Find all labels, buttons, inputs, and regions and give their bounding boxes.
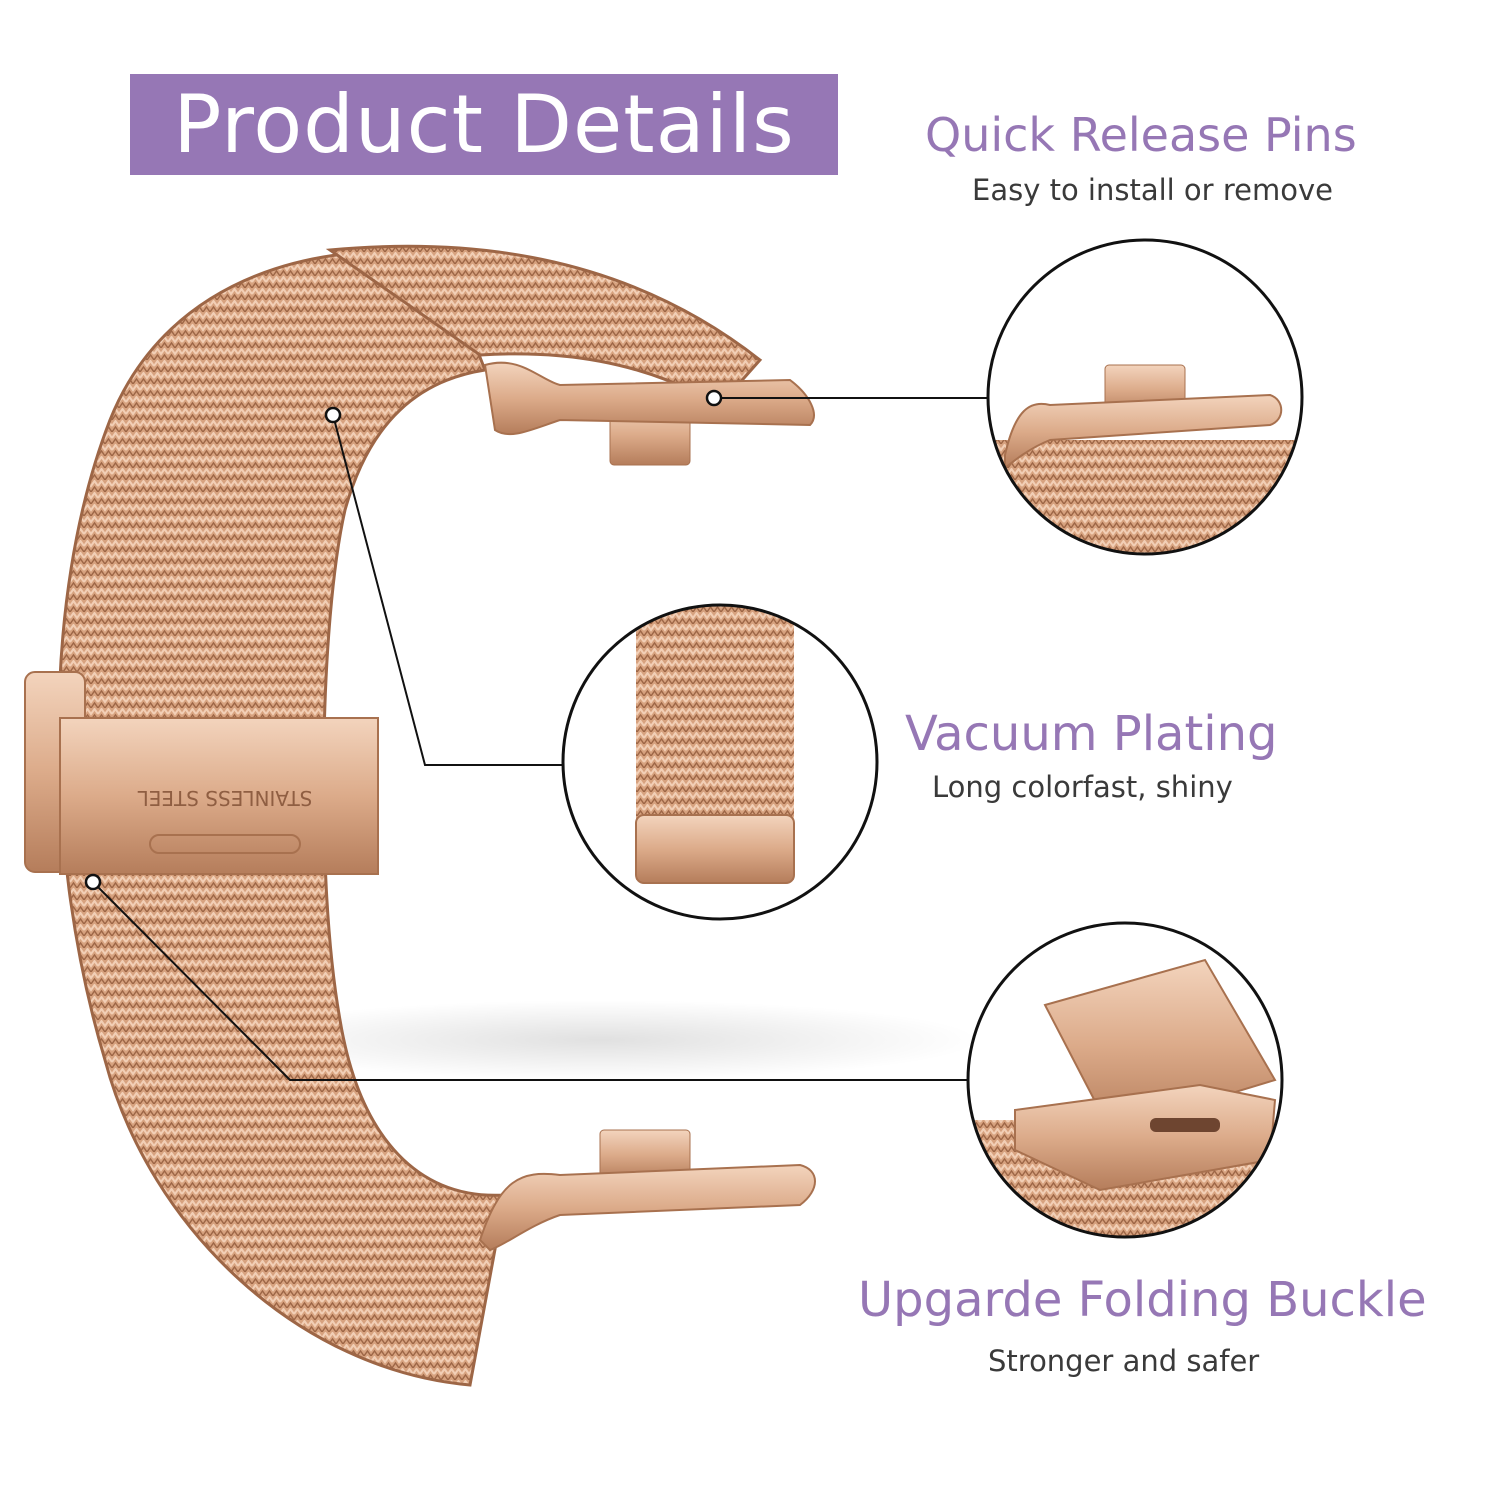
callout-dot-mesh: [324, 406, 342, 424]
callout-dot-buckle: [84, 873, 102, 891]
callout-dot-pins: [705, 389, 723, 407]
callout-lines: [92, 397, 988, 1081]
feature-title-plating: Vacuum Plating: [905, 706, 1278, 762]
buckle-engraving: STAINLESS STEEL: [137, 786, 313, 810]
detail-circle-mesh: [561, 603, 879, 921]
detail-circle-pins: [986, 238, 1304, 556]
feature-subtitle-pins: Easy to install or remove: [972, 173, 1333, 207]
feature-title-pins: Quick Release Pins: [925, 108, 1357, 162]
feature-subtitle-buckle: Stronger and safer: [988, 1344, 1260, 1378]
page-title: Product Details: [173, 77, 795, 171]
feature-subtitle-plating: Long colorfast, shiny: [932, 770, 1233, 804]
top-connector: [483, 361, 815, 466]
bottom-connector: [478, 1129, 816, 1252]
detail-circle-buckle: [966, 921, 1284, 1239]
floor-shadow: [220, 1000, 980, 1080]
title-banner: Product Details: [130, 74, 838, 175]
folding-buckle: STAINLESS STEEL: [24, 671, 379, 875]
feature-title-buckle: Upgarde Folding Buckle: [858, 1272, 1427, 1328]
